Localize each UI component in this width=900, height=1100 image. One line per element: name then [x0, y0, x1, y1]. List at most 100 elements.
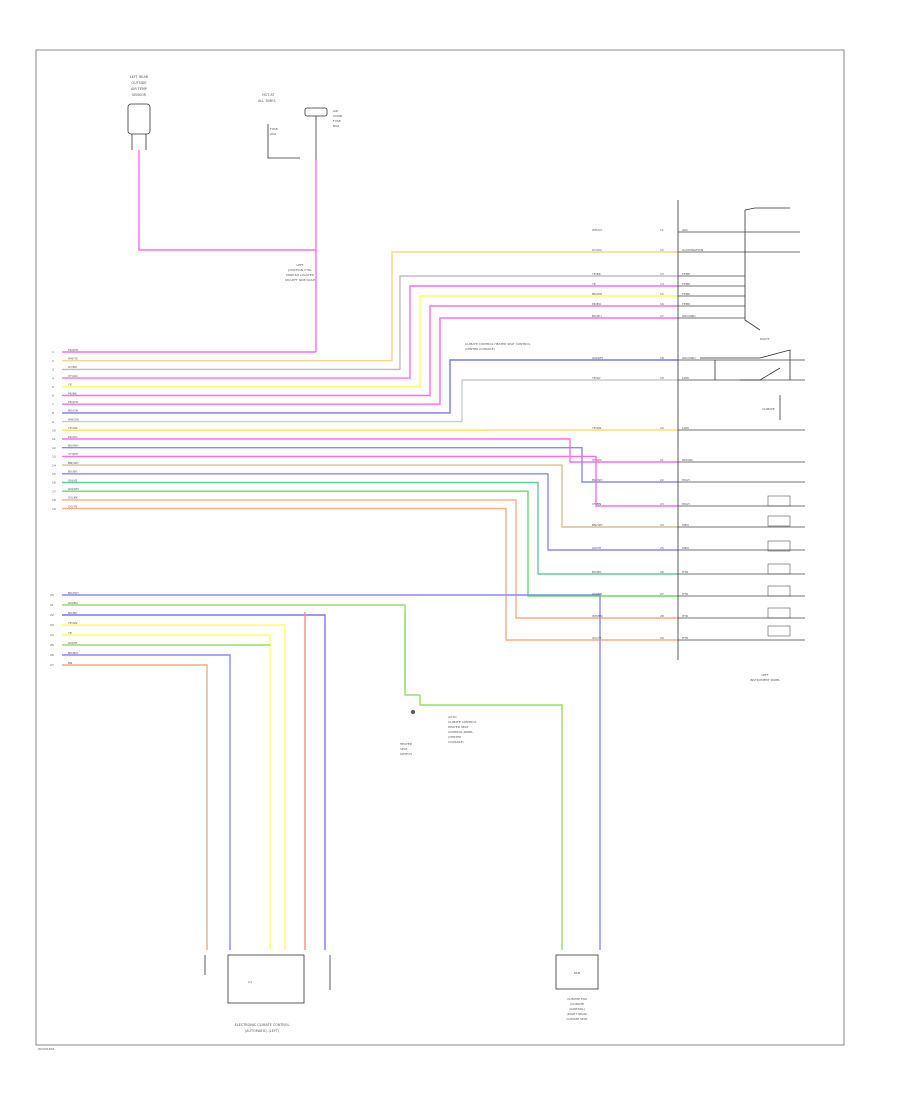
wire-left-label-11: PK/OG: [68, 435, 78, 439]
wire-right-label-25: GN/YE: [592, 546, 601, 550]
rsm-caption-1: (CLIMATE: [570, 1002, 584, 1006]
wire-label-group: 1PK/WH2WH/YE3GY/BK4VT/GN5YE6PK/BK7PK/WH8…: [50, 228, 703, 667]
wire-right-label-21: VT/GN: [592, 458, 601, 462]
fuse-side-1: 20A: [270, 132, 277, 136]
module-right-0: RIGHT: [760, 337, 770, 341]
wire-left-num-8: 8: [52, 411, 54, 415]
wire-right-pin-19: 19: [660, 376, 664, 380]
wire-right-name-16: TEMP: [681, 302, 690, 306]
wire-left-label-2: WH/YE: [68, 357, 78, 361]
wire-lower-num-25: 25: [50, 643, 54, 647]
wire-right-name-18: GROUND: [682, 356, 696, 360]
wire-left-8: [62, 359, 678, 414]
wire-right-label-16: PK/BU: [592, 302, 601, 306]
fuse-note-2: FUSE: [333, 119, 341, 123]
wire-lower-num-21: 21: [50, 603, 54, 607]
wire-right-name-11: IGN: [682, 228, 687, 232]
wire-left-label-10: YE/GN: [68, 426, 77, 430]
mid-captions: HEATED SEAT SWITCH AUTO CLIMATE CONTROL …: [400, 710, 477, 756]
rsm-caption-4: CLIMATE SEAT: [566, 1017, 587, 1021]
wire-lower-24: [62, 634, 271, 950]
rsm-label: RSM: [574, 971, 581, 975]
wire-lower-label-25: GN/YE: [68, 641, 77, 645]
mid-left-1: SEAT: [400, 747, 408, 751]
junction-module-label: LEFT JUNCTION CTRL MODULE LOCATED ON LEF…: [285, 263, 315, 282]
wire-left-13: [62, 455, 678, 507]
wire-right-name-15: TEMP: [681, 292, 690, 296]
wire-lower-27: [62, 664, 208, 950]
wire-right-label-26: BU/BK: [592, 570, 602, 574]
wire-right-pin-14: 14: [660, 282, 664, 286]
mid-box-0: AUTO: [448, 715, 457, 719]
wire-left-label-12: BU/WH: [68, 444, 79, 448]
wire-right-label-15: BK/WH: [592, 292, 602, 296]
rsm-caption-3: (RIGHT REAR): [567, 1012, 588, 1016]
relay-box-1: [767, 515, 791, 527]
wire-left-label-16: GN/YE: [68, 478, 77, 482]
wire-group: [62, 150, 805, 950]
wire-right-label-24: BN/WH: [592, 523, 603, 527]
wire-right-pin-11: 11: [660, 228, 664, 232]
wire-left-num-5: 5: [52, 385, 54, 389]
wire-left-label-6: PK/BK: [68, 391, 78, 395]
wire-lower-label-22: BU/BK: [68, 611, 78, 615]
acm-label-0: ELECTRONIC CLIMATE CONTROL: [235, 1023, 290, 1027]
wire-left-15: [62, 473, 678, 551]
wire-lower-23: [62, 624, 286, 950]
relay-box-5: [767, 607, 791, 619]
wire-right-label-19: YE/GY: [592, 376, 601, 380]
wire-lower-20: [62, 594, 601, 950]
wire-left-3: [62, 275, 678, 371]
wire-left-5: [62, 295, 678, 388]
wire-right-label-14: YE: [592, 282, 596, 286]
wire-right-pin-15: 15: [660, 292, 664, 296]
mid-box-2: HEATED SEAT: [448, 725, 469, 729]
wire-right-pin-16: 16: [660, 302, 664, 306]
wire-right-pin-28: 28: [660, 614, 664, 618]
relay-box-2: [767, 540, 791, 552]
wire-left-label-19: OG/YE: [68, 504, 78, 508]
wire-right-name-19: LOW: [682, 376, 689, 380]
electronic-climate-control-box: C1 ELECTRONIC CLIMATE CONTROL (AUTOMATIC…: [204, 954, 331, 1033]
wire-right-label-20: YE/GN: [592, 426, 601, 430]
wire-left-label-18: OG/BK: [68, 496, 79, 500]
wire-right-label-13: YE/BK: [592, 272, 602, 276]
sensor-label-3: SENSOR: [132, 93, 147, 97]
wire-left-num-9: 9: [52, 420, 54, 424]
wire-left-num-4: 4: [52, 376, 54, 380]
wire-left-num-10: 10: [52, 429, 56, 433]
rsm-caption-0: CLIMATE FAN: [567, 997, 587, 1001]
diagram-frame: [35, 49, 845, 1046]
wire-left-num-1: 1: [52, 350, 54, 354]
wire-lower-num-23: 23: [50, 623, 54, 627]
wire-right-pin-20: 20: [660, 426, 664, 430]
wire-left-num-17: 17: [52, 489, 56, 493]
fuse-note-1: COND: [333, 114, 343, 118]
wire-lower-label-20: BU/WH: [68, 591, 79, 595]
wire-lower-num-27: 27: [50, 663, 54, 667]
wire-left-label-1: PK/WH: [68, 348, 78, 352]
wire-lower-label-27: BN: [68, 661, 72, 665]
wire-right-pin-18: 18: [660, 356, 664, 360]
wire-lower-label-26: BU/BN: [68, 651, 78, 655]
wire-left-num-18: 18: [52, 498, 56, 502]
wire-right-name-14: TEMP: [681, 282, 690, 286]
wire-right-name-23: HIGH: [682, 502, 690, 506]
relay-box-4: [767, 585, 791, 597]
wire-right-label-28: WH/BN: [592, 614, 603, 618]
wire-right-name-21: RECIRC: [682, 458, 693, 462]
relay-box-0: [767, 495, 791, 507]
upper-note-0: CLIMATE CONTROL HEATED SEAT CONTROL: [465, 342, 531, 346]
wire-right-pin-29: 29: [660, 636, 664, 640]
wire-right-pin-25: 25: [660, 546, 664, 550]
wire-right-name-13: TEMP: [681, 272, 690, 276]
wire-lower-num-24: 24: [50, 633, 54, 637]
wire-right-name-25: MED: [682, 546, 689, 550]
wire-left-6: [62, 305, 678, 397]
relay-box-3: [767, 563, 791, 575]
wire-left-16: [62, 481, 678, 575]
wire-right-label-11: WH/GY: [592, 228, 602, 232]
wire-left-label-17: GN/WH: [68, 487, 79, 491]
wire-right-name-27: HTR: [682, 592, 688, 596]
climate-seat-module-box: RSM CLIMATE FAN (CLIMATE CONTROL) (RIGHT…: [555, 954, 599, 1021]
